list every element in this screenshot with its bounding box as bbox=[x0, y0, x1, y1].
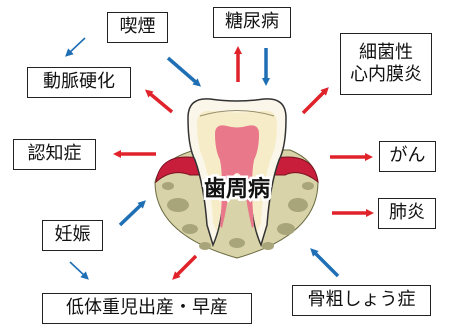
label-dementia: 認知症 bbox=[13, 139, 96, 170]
arrow-smoking-to-arteriosclerosis bbox=[65, 37, 86, 57]
arrow-pregnancy-to-low-birth-weight bbox=[69, 261, 89, 280]
label-osteoporosis-text: 骨粗しょう症 bbox=[307, 289, 416, 311]
tooth-illustration bbox=[187, 98, 287, 248]
arrow-center-to-arteriosclerosis bbox=[144, 89, 174, 114]
bone-illustration bbox=[154, 149, 319, 259]
arrow-center-to-low-birth-weight bbox=[172, 254, 198, 280]
label-pregnancy: 妊娠 bbox=[42, 220, 103, 251]
center-title: 歯周病 bbox=[204, 176, 270, 202]
arrow-smoking-to-center bbox=[166, 56, 202, 87]
label-pneumonia-text: 肺炎 bbox=[389, 202, 425, 224]
label-pregnancy-text: 妊娠 bbox=[54, 224, 91, 246]
label-diabetes-text: 糖尿病 bbox=[225, 11, 279, 33]
label-dementia-text: 認知症 bbox=[27, 143, 82, 165]
label-arteriosclerosis: 動脈硬化 bbox=[27, 67, 131, 98]
label-osteoporosis: 骨粗しょう症 bbox=[292, 285, 431, 316]
label-cancer: がん bbox=[379, 141, 436, 172]
label-low-birth-weight: 低体重児出産・早産 bbox=[42, 293, 252, 324]
label-smoking: 喫煙 bbox=[107, 12, 168, 43]
label-arteriosclerosis-text: 動脈硬化 bbox=[43, 71, 115, 93]
label-smoking-text: 喫煙 bbox=[119, 16, 156, 38]
label-endocarditis-line2: 心内膜炎 bbox=[350, 64, 422, 85]
label-endocarditis: 細菌性 心内膜炎 bbox=[340, 33, 432, 95]
label-low-birth-weight-text: 低体重児出産・早産 bbox=[66, 297, 228, 319]
label-diabetes: 糖尿病 bbox=[213, 7, 291, 38]
arrow-pregnancy-to-center bbox=[118, 200, 146, 227]
arrow-center-to-endocarditis bbox=[301, 87, 329, 115]
label-cancer-text: がん bbox=[389, 145, 426, 167]
label-pneumonia: 肺炎 bbox=[378, 198, 436, 229]
arrow-osteoporosis-to-center bbox=[310, 248, 340, 278]
pulp-illustration bbox=[215, 125, 259, 228]
label-endocarditis-line1: 細菌性 bbox=[359, 42, 413, 64]
